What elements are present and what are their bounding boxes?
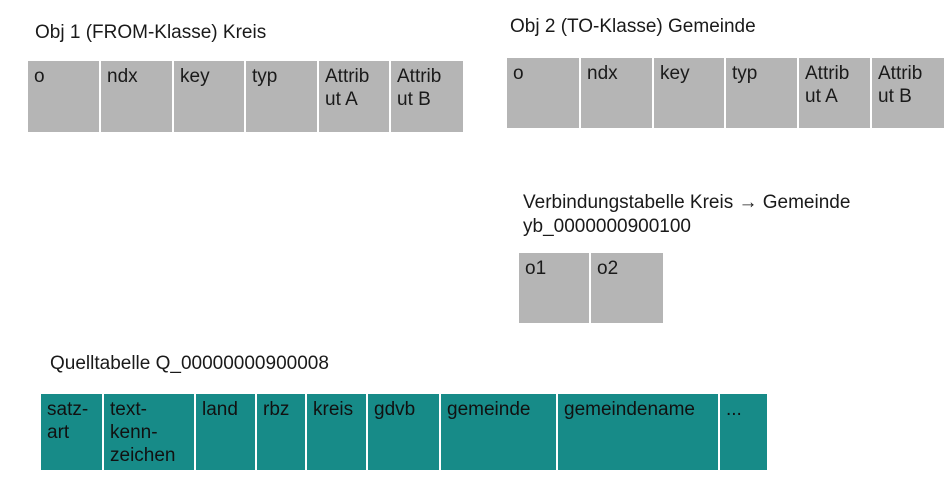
obj2-col-ndx: ndx — [581, 58, 654, 128]
obj1-col-attribut-a: Attrib ut A — [319, 61, 391, 132]
obj2-col-attribut-a: Attrib ut A — [799, 58, 872, 128]
source-col-kreis: kreis — [307, 394, 368, 470]
source-table: satz- art text- kenn- zeichen land rbz k… — [41, 394, 767, 470]
obj2-col-attribut-b: Attrib ut B — [872, 58, 944, 128]
obj1-col-ndx: ndx — [101, 61, 174, 132]
obj1-col-key: key — [174, 61, 246, 132]
obj2-col-key: key — [654, 58, 726, 128]
source-col-gemeinde: gemeinde — [441, 394, 558, 470]
obj2-col-o: o — [507, 58, 581, 128]
obj1-table: o ndx key typ Attrib ut A Attrib ut B — [28, 61, 463, 132]
source-col-gemeindename: gemeindename — [558, 394, 720, 470]
link-title-line2: yb_0000000900100 — [523, 216, 692, 237]
obj1-col-attribut-b: Attrib ut B — [391, 61, 463, 132]
source-col-gdvb: gdvb — [368, 394, 441, 470]
link-table: o1 o2 — [519, 253, 663, 323]
source-col-rbz: rbz — [257, 394, 307, 470]
source-col-more: ... — [720, 394, 767, 470]
link-col-o2: o2 — [591, 253, 663, 323]
obj2-table: o ndx key typ Attrib ut A Attrib ut B — [507, 58, 944, 128]
source-col-land: land — [196, 394, 257, 470]
source-col-textkennzeichen: text- kenn- zeichen — [104, 394, 196, 470]
obj2-title: Obj 2 (TO-Klasse) Gemeinde — [510, 16, 756, 37]
link-title-line1: Verbindungstabelle Kreis → Gemeinde — [523, 192, 851, 213]
obj1-col-o: o — [28, 61, 101, 132]
link-col-o1: o1 — [519, 253, 591, 323]
obj1-col-typ: typ — [246, 61, 319, 132]
obj1-title: Obj 1 (FROM-Klasse) Kreis — [35, 22, 267, 43]
source-title: Quelltabelle Q_00000000900008 — [50, 353, 329, 374]
obj2-col-typ: typ — [726, 58, 799, 128]
source-col-satzart: satz- art — [41, 394, 104, 470]
